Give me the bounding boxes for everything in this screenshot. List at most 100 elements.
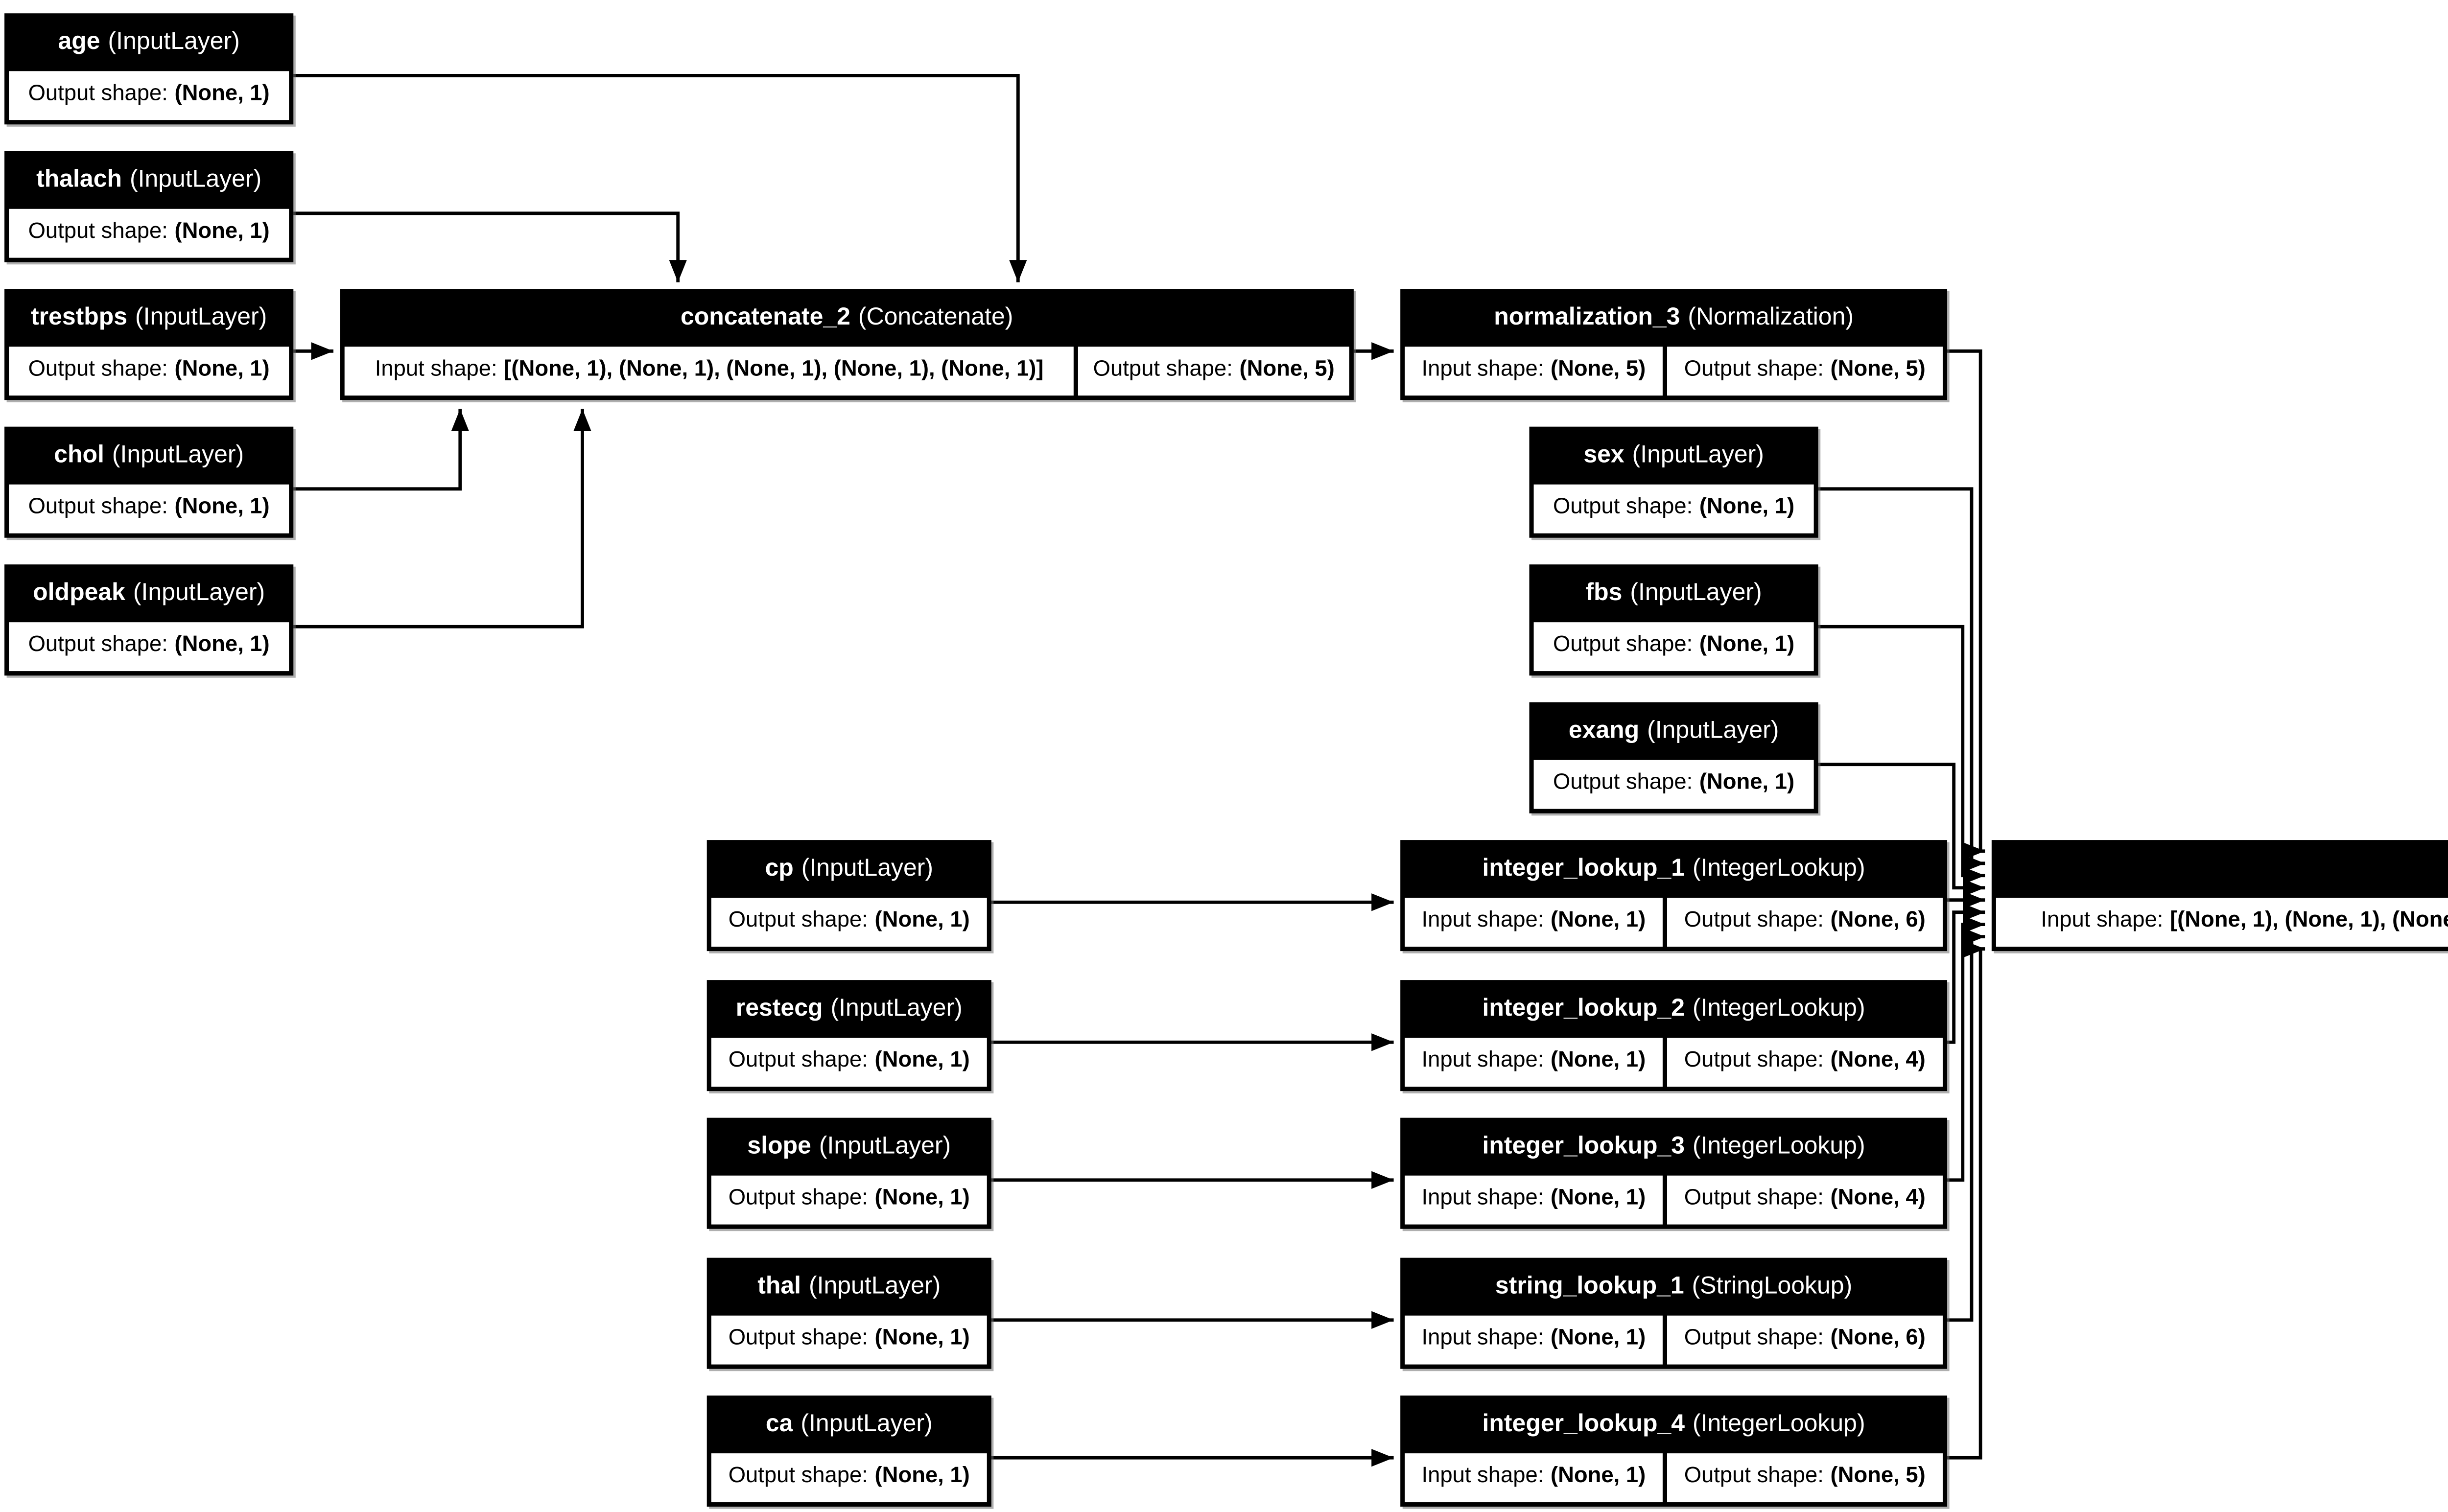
layer-title-trestbps: trestbps(InputLayer): [9, 289, 289, 347]
layer-title-integer_lookup_3: integer_lookup_3 (IntegerLookup): [1405, 1118, 1943, 1176]
layer-type: (IntegerLookup): [1692, 1133, 1865, 1160]
layer-shape-row: Output shape:(None, 1): [9, 209, 289, 258]
edge-exang-to-concatenate_3: [1818, 763, 1985, 897]
shape-label: Output shape:: [1684, 357, 1824, 382]
layer-title-string_lookup_1: string_lookup_1(StringLookup): [1405, 1258, 1943, 1316]
shape-label: Input shape:: [1421, 908, 1544, 933]
shape-label: Input shape:: [1421, 1326, 1544, 1351]
shape-cell-input: Input shape: (None, 1): [1405, 1453, 1663, 1503]
shape-value: (None, 1): [1699, 633, 1795, 658]
layer-shape-row: Output shape:(None, 1): [1533, 622, 1814, 672]
shape-cell-input: Input shape:(None, 1): [1405, 1038, 1663, 1087]
layer-name: chol: [54, 442, 104, 469]
layer-title-integer_lookup_4: integer_lookup_4(IntegerLookup): [1405, 1396, 1943, 1453]
shape-value: (None, 1): [1551, 908, 1646, 933]
layer-type: (InputLayer): [1630, 580, 1762, 607]
shape-label: Output shape:: [728, 908, 868, 933]
layer-title-restecg: restecg(InputLayer): [711, 980, 987, 1038]
shape-cell-output: Output shape:(None, 1): [711, 1315, 987, 1365]
layer-shape-row: Output shape:(None, 1): [9, 622, 289, 672]
shape-value: (None, 1): [174, 495, 270, 520]
layer-type: (Normalization): [1688, 304, 1854, 331]
layer-name: fbs: [1585, 580, 1623, 607]
shape-cell-input: Input shape: (None, 1): [1405, 1315, 1663, 1365]
layer-node-cp: cp(InputLayer)Output shape:(None, 1): [706, 840, 991, 952]
layer-node-integer_lookup_1: integer_lookup_1(IntegerLookup) Input sha…: [1400, 840, 1948, 952]
layer-title-concatenate_2: concatenate_2(Concatenate): [345, 289, 1349, 347]
layer-node-slope: slope(InputLayer)Output shape:(None, 1): [706, 1117, 991, 1229]
shape-value: [(None, 1), (None, 1), (None, 1), (None,…: [504, 357, 1044, 382]
layer-node-integer_lookup_4: integer_lookup_4(IntegerLookup)Input sha…: [1400, 1396, 1948, 1507]
layer-node-restecg: restecg(InputLayer)Output shape:(None, 1…: [706, 980, 991, 1092]
shape-value: (None, 1): [174, 220, 270, 245]
shape-cell-output: Output shape:(None, 6): [1667, 1315, 1943, 1365]
layer-shape-row: Input shape: (None, 1) Output shape:(None,…: [1405, 1453, 1943, 1503]
shape-value: (None, 1): [1551, 1048, 1646, 1073]
layer-type: (InputLayer): [133, 580, 265, 607]
edge-integer_lookup_4-to-concatenate_3: [1947, 940, 1985, 1460]
layer-title-sex: sex(InputLayer): [1534, 427, 1814, 485]
shape-cell-input: Input shape:(None, 1): [1405, 1175, 1663, 1225]
layer-name: oldpeak: [33, 580, 125, 607]
layer-title-concatenate_3: concatenate_3(Concatenate): [1996, 840, 2448, 898]
layer-shape-row: Output shape:(None, 1): [9, 347, 289, 396]
layer-name: slope: [747, 1133, 811, 1160]
shape-value: (None, 1): [174, 357, 270, 382]
layer-type: (InputLayer): [1632, 442, 1764, 469]
layer-shape-row: Output shape:(None, 1): [1533, 484, 1814, 534]
shape-value: (None, 5): [1830, 1464, 1926, 1489]
shape-cell-output: Output shape:(None, 1): [9, 622, 289, 672]
shape-value: (None, 1): [1551, 1464, 1646, 1489]
layer-name: trestbps: [30, 304, 128, 331]
shape-label: Output shape:: [28, 633, 168, 658]
shape-label: Output shape:: [728, 1464, 868, 1489]
shape-cell-output: Output shape:(None, 1): [9, 209, 289, 258]
layer-node-integer_lookup_3: integer_lookup_3 (IntegerLookup) Input sha…: [1400, 1117, 1948, 1229]
layer-shape-row: Output shape:(None, 1): [9, 484, 289, 534]
layer-shape-row: Input shape:(None, 1)Output shape:(None,…: [1405, 1038, 1943, 1087]
shape-value: (None, 1): [874, 1048, 970, 1073]
layer-type: (InputLayer): [808, 1273, 941, 1300]
shape-cell-output: Output shape:(None, 1): [9, 484, 289, 534]
shape-cell-output: Output shape:(None, 1): [711, 1038, 987, 1087]
shape-value: (None, 6): [1830, 1326, 1926, 1351]
shape-label: Output shape:: [1553, 771, 1693, 796]
shape-value: (None, 1): [174, 633, 270, 658]
shape-cell-output: Output shape:(None, 6): [1667, 898, 1943, 947]
layer-title-thal: thal(InputLayer): [711, 1258, 987, 1316]
layer-node-integer_lookup_2: integer_lookup_2(IntegerLookup)Input sha…: [1400, 980, 1948, 1092]
shape-value: (None, 6): [1830, 908, 1926, 933]
layer-shape-row: Output shape:(None, 1): [711, 1453, 987, 1503]
layer-shape-row: Output shape:(None, 1): [711, 1175, 987, 1225]
shape-label: Output shape:: [1553, 495, 1693, 520]
layer-name: ca: [765, 1411, 793, 1438]
layer-title-fbs: fbs (InputLayer): [1534, 564, 1814, 622]
layer-name: integer_lookup_4: [1482, 1411, 1685, 1438]
shape-value: (None, 5): [1239, 357, 1335, 382]
shape-label: Input shape:: [375, 357, 497, 382]
layer-node-thalach: thalach(InputLayer)Output shape:(None, 1…: [4, 151, 294, 262]
layer-title-integer_lookup_1: integer_lookup_1(IntegerLookup): [1405, 840, 1943, 898]
shape-cell-output: Output shape:(None, 5): [1667, 1453, 1943, 1503]
layer-type: (IntegerLookup): [1692, 995, 1865, 1023]
shape-value: (None, 4): [1830, 1048, 1926, 1073]
shape-cell-output: Output shape:(None, 1): [1533, 622, 1814, 672]
layer-title-normalization_3: normalization_3(Normalization): [1405, 289, 1943, 347]
shape-cell-input: Input shape: [(None, 1), (None, 1), (None…: [344, 347, 1074, 396]
shape-value: (None, 1): [1551, 1326, 1646, 1351]
shape-label: Output shape:: [728, 1186, 868, 1211]
layer-name: concatenate_2: [680, 304, 850, 331]
layer-title-exang: exang(InputLayer): [1534, 702, 1814, 760]
layer-title-integer_lookup_2: integer_lookup_2(IntegerLookup): [1405, 980, 1943, 1038]
layer-shape-row: Input shape: [(None, 1), (None, 1), (None…: [344, 347, 1349, 396]
shape-value: (None, 5): [1830, 357, 1926, 382]
shape-label: Input shape:: [1421, 1464, 1544, 1489]
layer-node-trestbps: trestbps(InputLayer)Output shape:(None, …: [4, 289, 294, 400]
shape-value: [(None, 1), (None, 1), (None, 1), (None,…: [2169, 908, 2448, 933]
layer-shape-row: Output shape:(None, 1): [711, 898, 987, 947]
layer-node-normalization_3: normalization_3(Normalization)Input shap…: [1400, 289, 1948, 400]
layer-name: thalach: [36, 166, 122, 193]
layer-name: integer_lookup_3: [1482, 1133, 1685, 1160]
